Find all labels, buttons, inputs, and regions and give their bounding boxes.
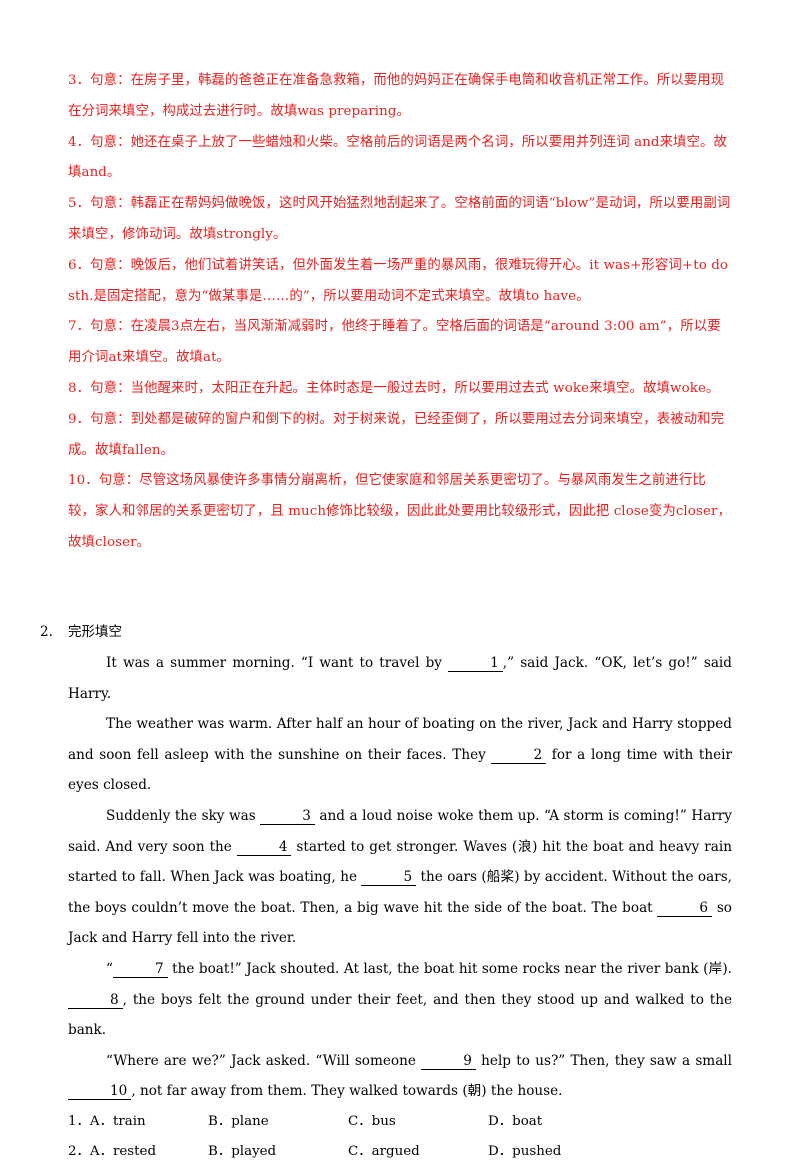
option-choice[interactable]: 2．A．rested: [68, 1137, 208, 1167]
blank-5[interactable]: 5: [361, 870, 417, 887]
explanation-item: 8．句意：当他醒来时，太阳正在升起。主体时态是一般过去时，所以要用过去式 wok…: [68, 380, 720, 396]
explanation-item: 6．句意：晚饭后，他们试着讲笑话，但外面发生着一场严重的暴风雨，很难玩得开心。i…: [68, 257, 729, 304]
question-number: 1．: [68, 1113, 90, 1129]
passage-paragraph: “7 the boat!” Jack shouted. At last, the…: [68, 954, 732, 1046]
passage-text: for a long time with their eyes closed.: [68, 746, 732, 794]
explanation-item: 7．句意：在凌晨3点左右，当风渐渐减弱时，他终于睡着了。空格后面的词语是“aro…: [68, 319, 721, 366]
passage-text: , not far away from them. They walked to…: [131, 1083, 563, 1100]
passage-text: , the boys felt the ground under their f…: [68, 991, 732, 1039]
passage-text: It was a summer morning. “I want to trav…: [106, 655, 449, 671]
option-text: C．argued: [348, 1143, 420, 1159]
blank-10[interactable]: 10: [68, 1084, 132, 1101]
option-choice[interactable]: C．bus: [348, 1107, 488, 1137]
passage-text: the oars (船桨) by accident. Without the o…: [68, 869, 732, 916]
passage-text: so Jack and Harry fell into the river.: [68, 899, 732, 947]
passage-text: Suddenly the sky was: [106, 807, 261, 824]
explanation-item: 9．句意：到处都是破碎的窗户和倒下的树。对于树来说，已经歪倒了，所以要用过去分词…: [68, 411, 725, 458]
option-text: A．train: [89, 1113, 146, 1129]
passage-text: ,” said Jack. “OK, let’s go!” said Harry…: [68, 655, 732, 702]
option-choice[interactable]: 1．A．train: [68, 1107, 208, 1137]
blank-3[interactable]: 3: [260, 808, 315, 825]
passage-text: The weather was warm. After half an hour…: [68, 716, 732, 763]
cloze-passage: It was a summer morning. “I want to trav…: [68, 648, 732, 1107]
option-text: B．plane: [208, 1113, 269, 1129]
option-choice[interactable]: B．plane: [208, 1107, 348, 1137]
option-text: D．boat: [488, 1113, 543, 1129]
passage-paragraph: It was a summer morning. “I want to trav…: [68, 648, 732, 709]
passage-text: and a loud noise woke them up. “A storm …: [68, 807, 732, 855]
option-choice[interactable]: D．pushed: [488, 1137, 628, 1167]
blank-4[interactable]: 4: [236, 839, 292, 856]
question-number: 2．: [68, 1143, 90, 1159]
passage-text: “: [106, 960, 113, 977]
blank-7[interactable]: 7: [112, 961, 168, 978]
option-choice[interactable]: C．argued: [348, 1137, 488, 1167]
passage-paragraph: The weather was warm. After half an hour…: [68, 709, 732, 801]
explanation-list: 3．句意：在房子里，韩磊的爸爸正在准备急救箱，而他的妈妈正在确保手电筒和收音机正…: [68, 66, 732, 559]
explanation-item: 3．句意：在房子里，韩磊的爸爸正在准备急救箱，而他的妈妈正在确保手电筒和收音机正…: [68, 73, 725, 119]
option-text: A．rested: [89, 1143, 157, 1159]
blank-8[interactable]: 8: [68, 992, 123, 1009]
blank-6[interactable]: 6: [657, 900, 713, 917]
blank-1[interactable]: 1: [448, 656, 503, 672]
explanation-item: 4．句意：她还在桌子上放了一些蜡烛和火柴。空格前后的词语是两个名词，所以要用并列…: [68, 134, 728, 181]
section-heading: 2. 完形填空: [40, 618, 732, 646]
option-text: D．pushed: [488, 1143, 562, 1159]
option-choice[interactable]: D．boat: [488, 1107, 628, 1137]
passage-text: “Where are we?” Jack asked. “Will someon…: [106, 1052, 422, 1069]
blank-2[interactable]: 2: [491, 747, 547, 764]
passage-text: the boat!” Jack shouted. At last, the bo…: [167, 960, 732, 977]
passage-text: help to us?” Then, they saw a small: [475, 1052, 732, 1069]
section-title: 完形填空: [68, 624, 122, 640]
explanation-item: 10．句意：尽管这场风暴使许多事情分崩离析，但它使家庭和邻居关系更密切了。与暴风…: [68, 473, 731, 550]
option-text: B．played: [208, 1143, 277, 1159]
passage-text: started to get stronger. Waves (浪) hit t…: [68, 838, 732, 886]
blank-9[interactable]: 9: [421, 1053, 476, 1070]
option-text: C．bus: [348, 1113, 396, 1129]
option-choice[interactable]: B．played: [208, 1137, 348, 1167]
section-number: 2.: [40, 624, 53, 640]
passage-paragraph: Suddenly the sky was 3 and a loud noise …: [68, 801, 732, 954]
cloze-section: 2. 完形填空 It was a summer morning. “I want …: [40, 618, 732, 1167]
explanation-item: 5．句意：韩磊正在帮妈妈做晚饭，这时风开始猛烈地刮起来了。空格前面的词语“blo…: [68, 196, 731, 242]
explanations-block: 3．句意：在房子里，韩磊的爸爸正在准备急救箱，而他的妈妈正在确保手电筒和收音机正…: [68, 66, 732, 559]
passage-paragraph: “Where are we?” Jack asked. “Will someon…: [68, 1046, 732, 1107]
